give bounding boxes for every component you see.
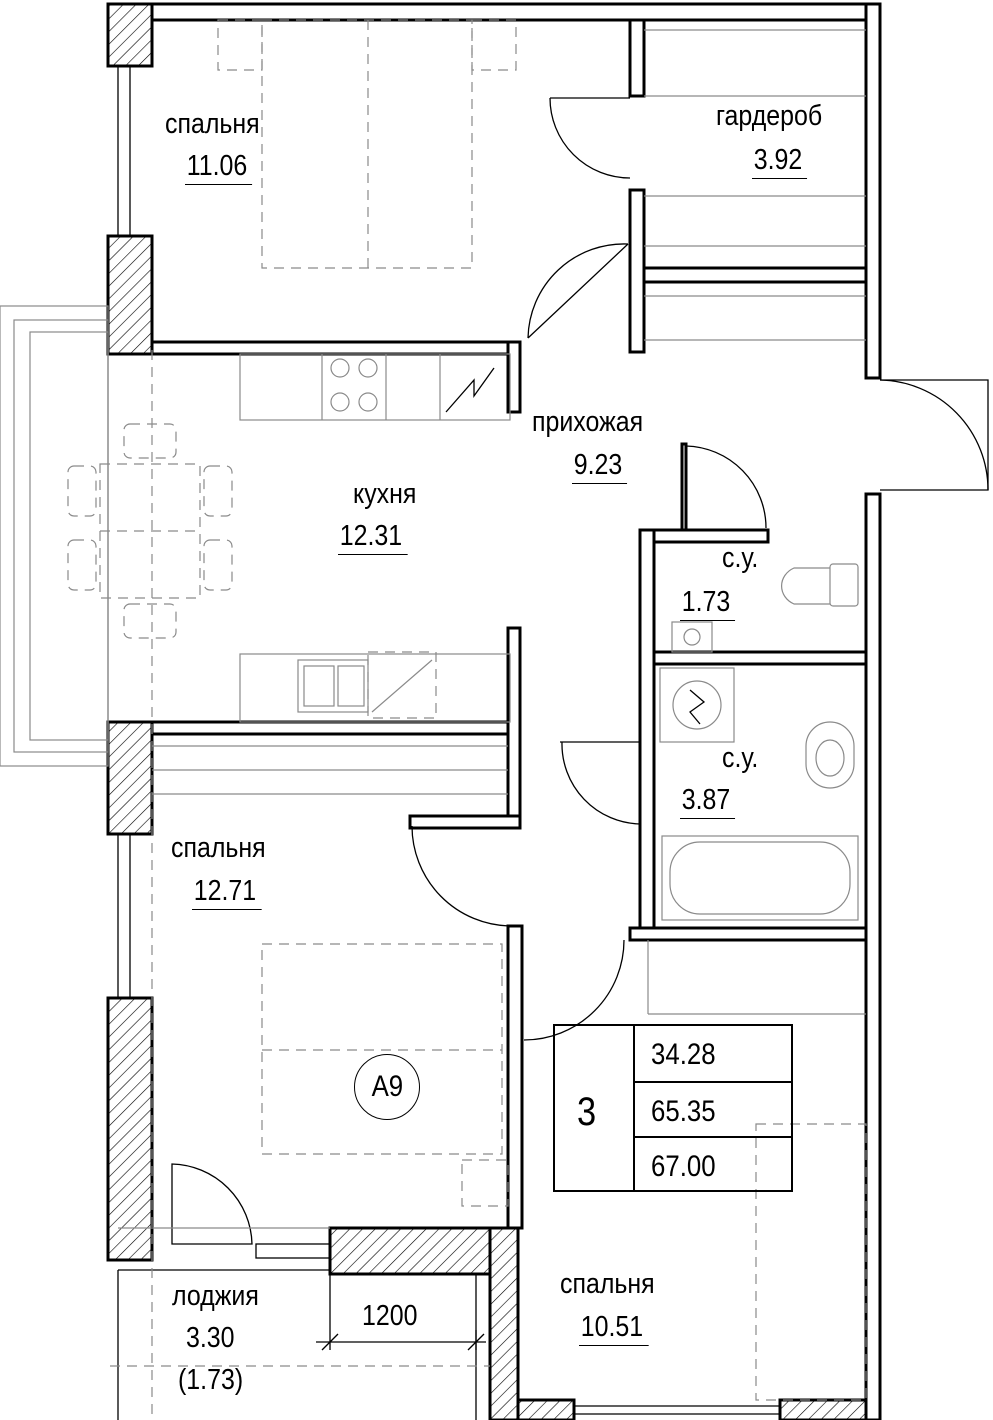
room-reduced-area-loggia: (1.73) (178, 1364, 244, 1396)
total-with-loggia: 67.00 (651, 1150, 716, 1183)
room-area-loggia: 3.30 (186, 1322, 235, 1354)
room-name-kitchen: кухня (353, 478, 417, 510)
interior-walls (150, 18, 868, 1230)
kitchen-counter-top (239, 353, 511, 421)
room-name-hallway: прихожая (532, 406, 644, 438)
room-name-wardrobe: гардероб (716, 100, 823, 132)
room-area-wardrobe: 3.92 (752, 146, 808, 179)
dining-table (67, 423, 233, 639)
bathroom-wc2 (659, 667, 859, 921)
bed-bedroom2 (261, 943, 509, 1207)
bed-bedroom1 (217, 19, 517, 269)
room-area-hallway: 9.23 (572, 451, 628, 484)
exterior-walls (106, 2, 882, 1420)
dimension-label: 1200 (362, 1300, 418, 1332)
room-name-wc1: с.у. (722, 542, 759, 574)
room-name-bedroom2: спальня (171, 832, 266, 864)
total-area-cell: 65.35 (635, 1081, 791, 1136)
room-area-kitchen: 12.31 (338, 522, 408, 555)
total-with-loggia-cell: 67.00 (635, 1136, 791, 1191)
living-area: 34.28 (651, 1038, 716, 1071)
area-summary-table: 3 34.28 65.35 67.00 (553, 1024, 793, 1192)
apartment-type-badge: A9 (354, 1054, 420, 1120)
rooms-count-cell: 3 (555, 1026, 635, 1190)
bed-bedroom3 (647, 940, 867, 1401)
kitchen-counter-bottom (239, 651, 511, 723)
balcony-outline (0, 305, 490, 1420)
room-name-bedroom3: спальня (560, 1268, 655, 1300)
wardrobe-shelves (644, 29, 866, 341)
room-area-wc2: 3.87 (680, 786, 736, 819)
windows (117, 66, 780, 1415)
living-area-cell: 34.28 (635, 1026, 791, 1081)
room-area-wc1: 1.73 (680, 588, 736, 621)
room-name-bedroom1: спальня (165, 108, 260, 140)
room-area-bedroom2: 12.71 (192, 877, 262, 910)
room-area-bedroom1: 11.06 (185, 152, 253, 185)
room-name-loggia: лоджия (172, 1280, 259, 1312)
apartment-type-label: A9 (371, 1070, 403, 1103)
room-area-bedroom3: 10.51 (579, 1313, 649, 1346)
dimension-line (316, 1260, 486, 1351)
total-area: 65.35 (651, 1095, 716, 1128)
rooms-count: 3 (577, 1090, 597, 1134)
toilet-wc1 (671, 563, 859, 653)
doors (171, 97, 989, 1245)
wardrobe-bedroom2 (152, 745, 508, 795)
room-name-wc2: с.у. (722, 742, 759, 774)
